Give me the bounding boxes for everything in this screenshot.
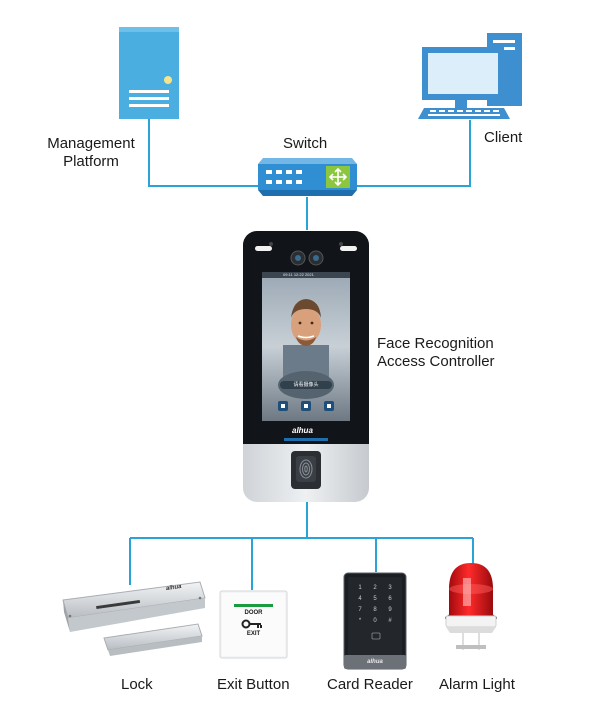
controller-screen-prompt: 请看摄像头 bbox=[293, 382, 319, 388]
card-reader-brand-logo: alhua bbox=[367, 659, 383, 665]
keypad-key: 7 bbox=[358, 607, 362, 613]
face-recognition-controller bbox=[243, 231, 369, 502]
switch-label: Switch bbox=[283, 135, 328, 152]
exit-button-text-top: DOOR bbox=[244, 610, 263, 616]
key-icon bbox=[241, 619, 262, 629]
connector-lines bbox=[129, 118, 474, 590]
exit-button-label: Exit Button bbox=[217, 676, 290, 693]
client-label: Client bbox=[484, 129, 523, 146]
network-switch-icon bbox=[258, 158, 357, 196]
card-reader-label: Card Reader bbox=[327, 676, 413, 693]
keypad-key: 0 bbox=[373, 618, 377, 624]
exit-button-text-bottom: EXIT bbox=[246, 631, 261, 637]
controller-label: Face Recognition Access Controller bbox=[377, 335, 495, 371]
keypad-key: 4 bbox=[358, 596, 362, 602]
server-icon bbox=[119, 27, 179, 119]
controller-brand-logo: alhua bbox=[292, 426, 313, 435]
controller-label-line1: Face Recognition bbox=[377, 335, 494, 352]
keypad-key: 5 bbox=[373, 596, 377, 602]
line-server-to-switch bbox=[148, 118, 258, 187]
card-reader-keypad: 1 2 3 4 5 6 7 8 9 * 0 # bbox=[358, 585, 392, 624]
keypad-key: 1 bbox=[358, 585, 362, 591]
keypad-key: # bbox=[388, 618, 392, 624]
keypad-key: 3 bbox=[388, 585, 392, 591]
line-client-to-switch bbox=[357, 120, 471, 187]
controller-screen-status: 09:11 12:22 2021 bbox=[283, 272, 314, 277]
card-reader-device: 1 2 3 4 5 6 7 8 9 * 0 # bbox=[343, 572, 407, 670]
management-platform-label-line1: Management bbox=[47, 135, 135, 152]
lock-label: Lock bbox=[121, 676, 153, 693]
exit-button-device bbox=[219, 590, 288, 659]
magnetic-lock-icon bbox=[62, 581, 206, 656]
keypad-key: 8 bbox=[373, 607, 377, 613]
camera-icon bbox=[290, 250, 324, 266]
desktop-computer-icon bbox=[418, 33, 522, 119]
keypad-key: 2 bbox=[373, 585, 377, 591]
keypad-key: 9 bbox=[388, 607, 392, 613]
management-platform-label: Management Platform bbox=[36, 135, 146, 171]
alarm-light-label: Alarm Light bbox=[439, 676, 515, 693]
fingerprint-icon bbox=[299, 459, 313, 479]
face-image bbox=[278, 299, 334, 399]
controller-label-line2: Access Controller bbox=[377, 353, 495, 370]
alarm-light-icon bbox=[445, 563, 497, 650]
keypad-key: * bbox=[359, 618, 362, 624]
keypad-key: 6 bbox=[388, 596, 392, 602]
management-platform-label-line2: Platform bbox=[63, 153, 119, 170]
